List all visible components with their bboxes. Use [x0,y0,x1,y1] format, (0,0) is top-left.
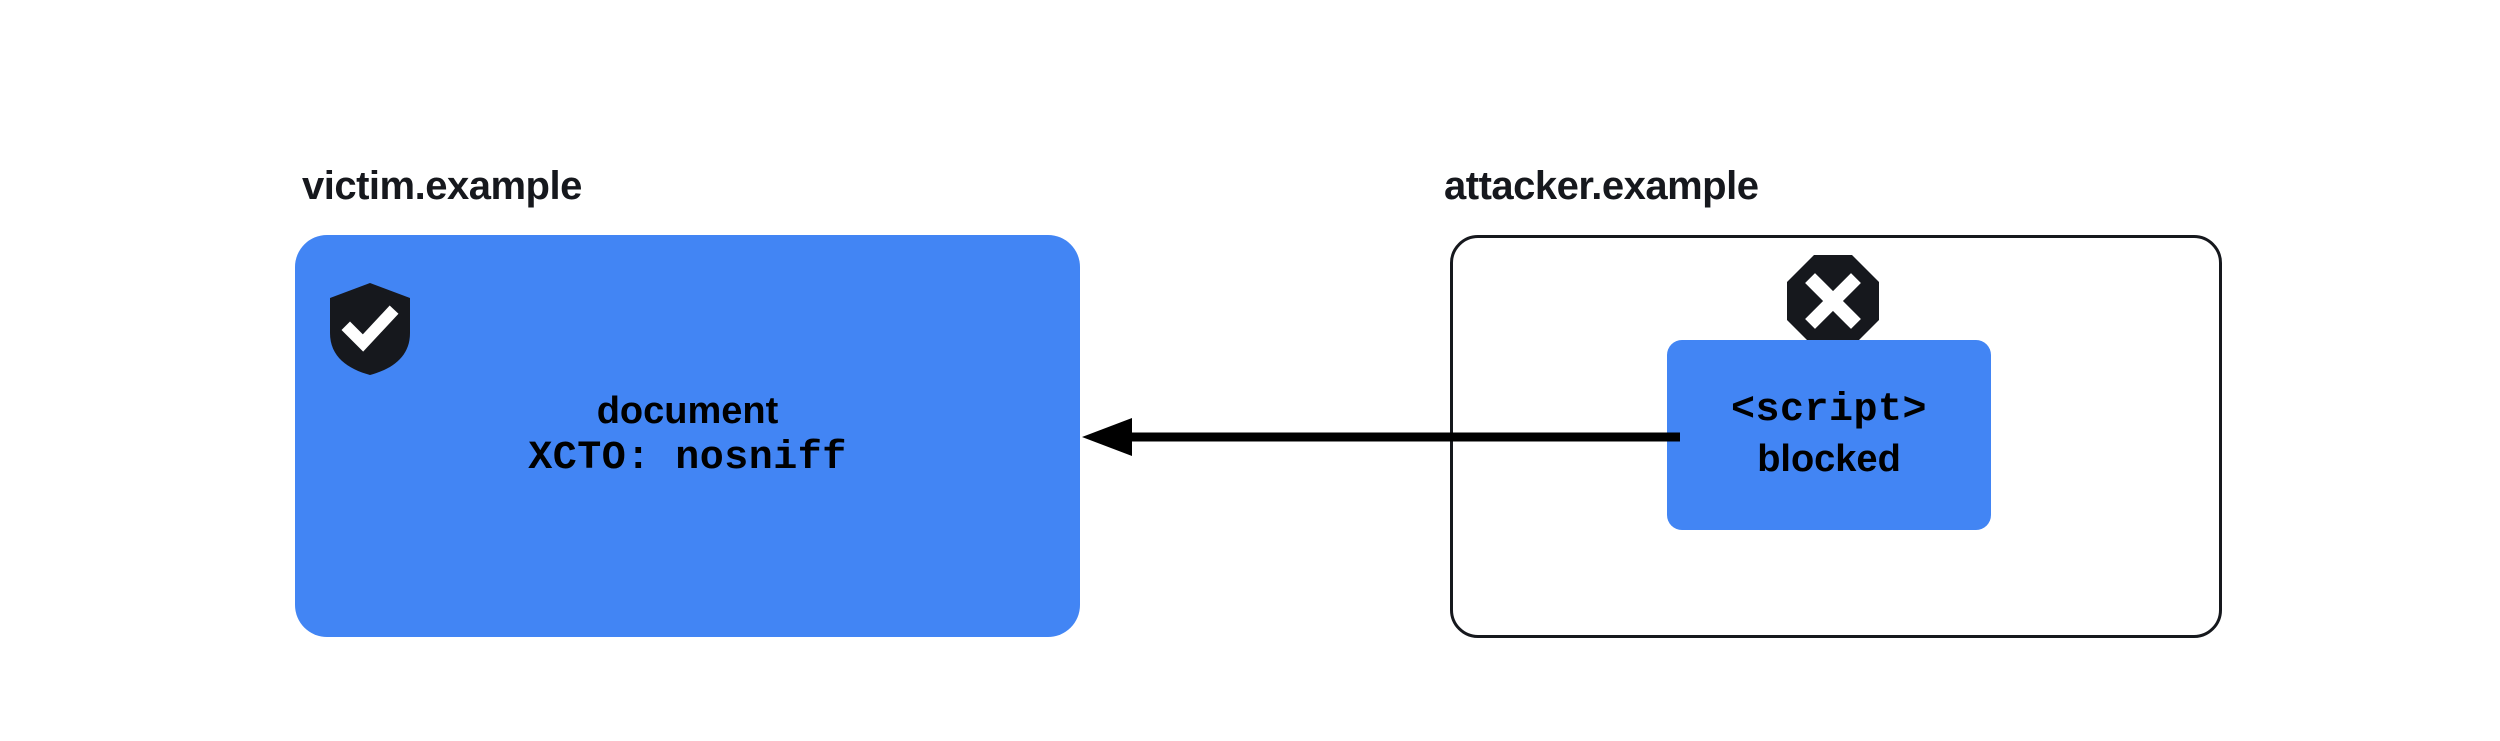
victim-resource-header: XCTO: nosniff [528,435,847,481]
shield-check-icon [330,283,410,375]
attacker-origin-label: attacker.example [1444,164,1759,208]
attacker-script-tag: <script> [1730,388,1928,434]
attacker-script-status: blocked [1757,438,1901,481]
blocked-request-arrow [1070,405,1680,469]
victim-origin-label: victim.example [302,164,582,208]
victim-resource-text: document XCTO: nosniff [295,235,1080,637]
octagon-x-icon [1787,255,1879,347]
attacker-script-chip: <script> blocked [1667,340,1991,530]
victim-resource-name: document [596,390,779,433]
victim-document-box: document XCTO: nosniff [295,235,1080,637]
